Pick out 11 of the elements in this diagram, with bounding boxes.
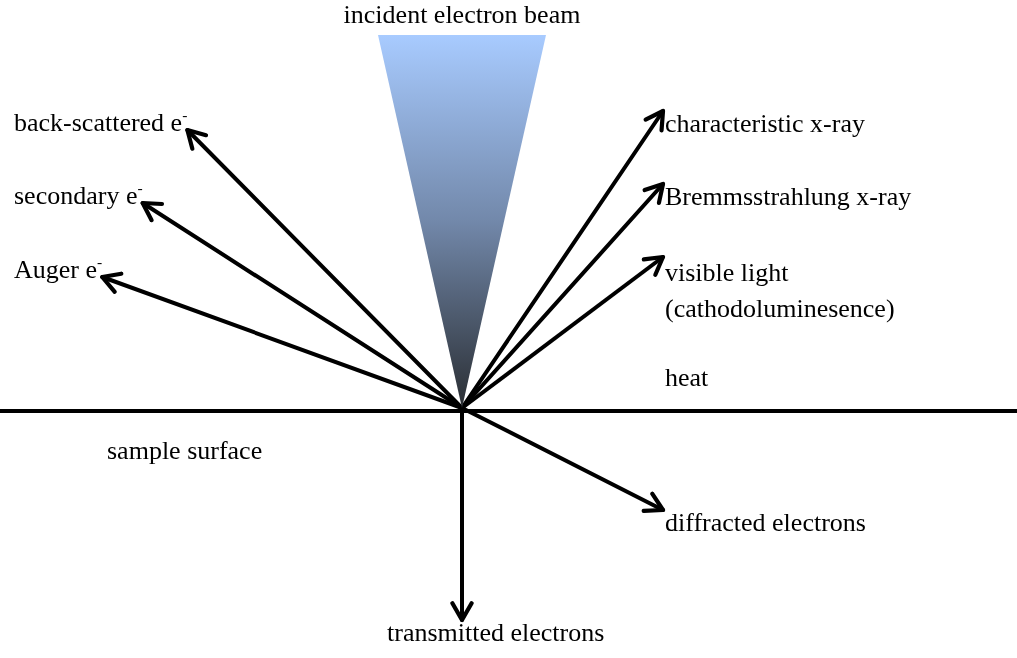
- beam-label: incident electron beam: [342, 2, 582, 28]
- emission-label: secondary e$^{-}$: [14, 181, 143, 211]
- text-label: heat: [665, 363, 709, 393]
- text-label: sample surface: [107, 436, 263, 466]
- emission-label: Bremmsstrahlung x-ray: [665, 182, 912, 212]
- emission-label: visible light (cathodoluminesence): [665, 255, 965, 327]
- emission-label: back-scattered e$^{-}$: [14, 108, 188, 138]
- emission-label: transmitted electrons: [387, 618, 605, 648]
- emission-label: characteristic x-ray: [665, 109, 865, 139]
- emission-label: diffracted electrons: [665, 508, 866, 538]
- emission-label: Auger e$^{-}$: [14, 255, 103, 285]
